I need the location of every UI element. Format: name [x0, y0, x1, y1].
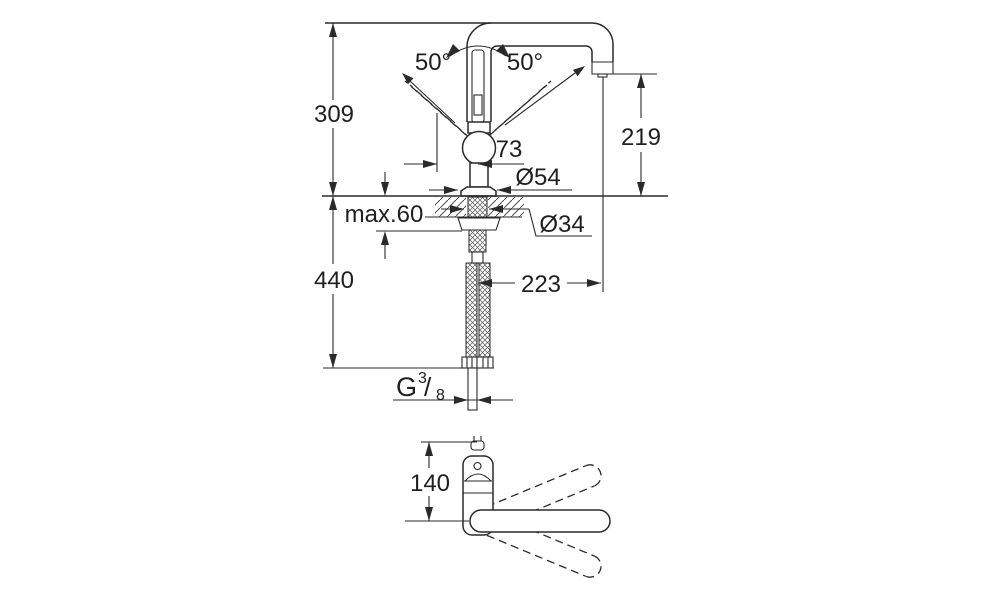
flex-hose-right: [478, 262, 491, 358]
hose-nuts: [461, 356, 494, 369]
spout-top-view: [469, 509, 611, 533]
dim-309-label: 309: [314, 101, 354, 128]
dim-base-diameter: Ø54: [429, 164, 572, 194]
dim-140-label: 140: [410, 470, 450, 497]
flex-hose-left: [465, 262, 478, 358]
dim-max-deck-thickness: max.60: [345, 172, 462, 259]
lever-swivel-right-dashed: [484, 80, 552, 140]
dome-arc: [464, 473, 492, 482]
mounting-nut: [457, 217, 501, 231]
dim-thread-size: G 3 / 8: [393, 370, 513, 404]
dim-lever-angle-left: 50°: [402, 49, 456, 124]
shank-lower: [468, 229, 487, 253]
front-view: 309 440 219 50°: [314, 22, 668, 411]
dim-spout-height: 219: [593, 73, 661, 196]
connection-thread-tail: [467, 367, 478, 411]
top-view: 140: [405, 436, 611, 578]
lever-knob-top-view: [470, 440, 485, 451]
thread-g: G: [396, 372, 417, 402]
dim-body-depth: 140: [405, 441, 477, 522]
dim-max60-label: max.60: [345, 201, 424, 228]
dim-73-label: 73: [496, 136, 523, 163]
dim-height-below-deck: 440: [314, 196, 494, 369]
thread-slash: /: [424, 372, 432, 402]
base-flange: [460, 186, 497, 197]
dim-hole-diameter: Ø34: [441, 205, 592, 238]
thread-denominator: 8: [436, 387, 445, 404]
body-neck: [469, 162, 489, 188]
aerator-band: [591, 61, 614, 75]
dim-height-above-deck: 309: [314, 23, 354, 196]
thread-numerator: 3: [418, 370, 427, 387]
body-top-view-details: [463, 436, 493, 494]
dim-d54-label: Ø54: [515, 164, 560, 191]
spout-outline: [325, 22, 614, 122]
dim-spout-reach: 223: [478, 77, 604, 298]
lever-swivel-left-dashed: [404, 80, 472, 140]
lever-tilt-arrow: [446, 44, 510, 58]
dim-lever-offset: 73: [404, 113, 524, 172]
threaded-shank: [467, 196, 488, 218]
hose-fitting: [471, 251, 484, 264]
angle-right-label: 50°: [507, 49, 543, 76]
ball-joint: [461, 130, 497, 166]
lever-pivot-hole: [473, 461, 482, 471]
dim-d34-label: Ø34: [539, 211, 584, 238]
dim-lever-angle-right: 50°: [504, 49, 585, 126]
dim-223-label: 223: [521, 271, 561, 298]
mounting-assembly: [457, 196, 501, 411]
dim-219-label: 219: [621, 124, 661, 151]
dim-440-label: 440: [314, 267, 354, 294]
lever-rod: [471, 49, 485, 124]
angle-left-label: 50°: [415, 49, 451, 76]
